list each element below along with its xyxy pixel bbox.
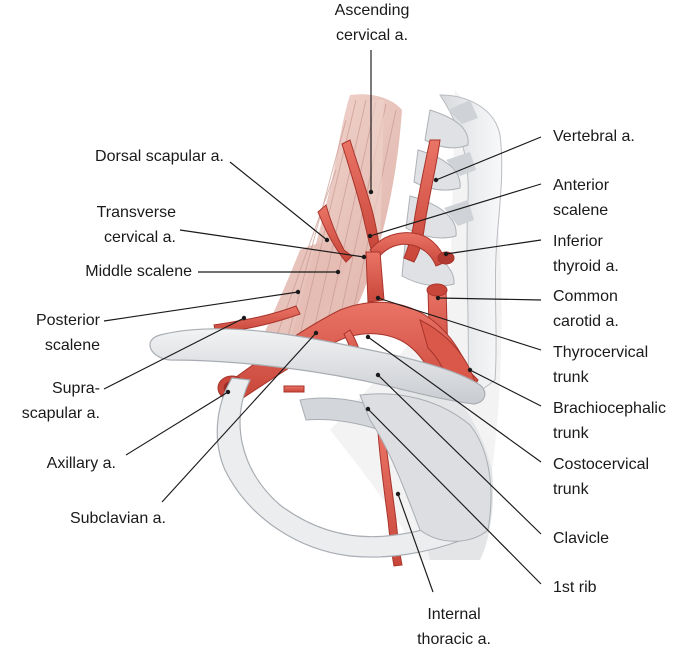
leader-anterior-scalene [369,183,542,237]
label-thyrocervical: Thyrocervical trunk [553,340,685,390]
label-first-rib-line1: 1st rib [553,579,597,596]
label-costocervical-line2: trunk [553,481,589,498]
label-dorsal-scapular: Dorsal scapular a. [10,144,224,169]
label-common-carotid-line1: Common [553,288,618,305]
leader-inferior-thyroid [445,239,542,255]
leader-axillary [125,391,229,456]
leader-thyrocervical [377,297,542,351]
label-first-rib: 1st rib [553,575,683,600]
label-anterior-scalene-line1: Anterior [553,177,610,194]
label-suprascapular-line2: scapular a. [21,405,100,422]
label-inferior-thyroid: Inferior thyroid a. [553,229,683,279]
label-inferior-thyroid-line1: Inferior [553,233,603,250]
leader-endpoints [225,177,473,497]
label-brachiocephalic-line1: Brachiocephalic [553,400,666,417]
leader-subclavian [161,332,317,503]
label-suprascapular: Supra- scapular a. [4,376,100,426]
label-thyrocervical-line1: Thyrocervical [553,344,649,361]
label-transverse-cervical-line1: Transverse [96,204,176,221]
leader-brachiocephalic [469,369,542,407]
label-brachiocephalic-line2: trunk [553,425,589,442]
leader-transverse-cervical [179,229,365,258]
label-brachiocephalic: Brachiocephalic trunk [553,396,685,446]
leader-vertebral [435,136,542,181]
leader-internal-thoracic [397,493,434,593]
label-costocervical-line1: Costocervical [553,456,650,473]
label-vertebral: Vertebral a. [553,124,683,149]
label-clavicle-line1: Clavicle [553,530,610,547]
label-subclavian: Subclavian a. [4,506,166,531]
leader-first-rib [367,408,542,585]
label-axillary: Axillary a. [4,451,116,476]
label-common-carotid-line2: carotid a. [553,313,619,330]
label-anterior-scalene-line2: scalene [553,202,609,219]
leader-costocervical [367,336,542,463]
label-clavicle: Clavicle [553,526,683,551]
leader-suprascapular [103,317,245,390]
leader-common-carotid [437,297,542,301]
label-anterior-scalene: Anterior scalene [553,173,683,223]
label-transverse-cervical-line2: cervical a. [103,229,176,246]
clavicle-bone [149,328,486,405]
label-vertebral-line1: Vertebral a. [553,128,635,145]
label-ascending-cervical: Ascending cervical a. [310,0,434,48]
label-subclavian-line1: Subclavian a. [69,510,166,527]
label-costocervical: Costocervical trunk [553,452,685,502]
leader-lines [103,50,542,593]
label-dorsal-scapular-line1: Dorsal scapular a. [95,148,224,165]
label-internal-thoracic-line2: thoracic a. [417,631,491,648]
leader-clavicle [377,374,542,535]
label-ascending-cervical-line2: cervical a. [335,27,409,44]
label-axillary-line1: Axillary a. [46,455,116,472]
leader-posterior-scalene [103,291,299,322]
label-posterior-scalene-line1: Posterior [35,312,100,329]
label-thyrocervical-line2: trunk [553,369,589,386]
label-internal-thoracic-line1: Internal [427,606,481,623]
label-inferior-thyroid-line2: thyroid a. [553,258,619,275]
label-ascending-cervical-line1: Ascending [334,2,410,19]
label-internal-thoracic: Internal thoracic a. [400,602,508,652]
arteries [213,139,479,567]
scalene-muscles [262,94,402,345]
label-suprascapular-line1: Supra- [51,380,100,397]
label-middle-scalene: Middle scalene [10,259,192,284]
label-middle-scalene-line1: Middle scalene [85,263,192,280]
label-posterior-scalene: Posterior scalene [4,308,100,358]
label-posterior-scalene-line2: scalene [44,337,100,354]
label-transverse-cervical: Transverse cervical a. [10,200,176,250]
label-common-carotid: Common carotid a. [553,284,683,334]
leader-dorsal-scapular [229,161,328,241]
